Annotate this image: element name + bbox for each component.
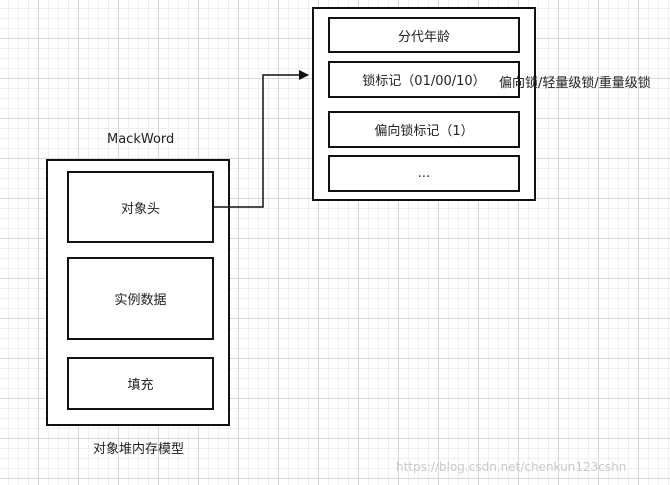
- csdn-watermark: https://blog.csdn.net/chenkun123cshn: [396, 460, 627, 474]
- instance-data-box: 实例数据: [67, 257, 214, 340]
- lock-flag-row: 锁标记（01/00/10）: [328, 61, 520, 98]
- heap-model-caption: 对象堆内存模型: [93, 442, 185, 457]
- ellipsis-row: ...: [328, 155, 520, 192]
- lock-types-annotation: 偏向锁/轻量级锁/重量级锁: [499, 76, 651, 91]
- object-header-box: 对象头: [67, 171, 214, 243]
- biased-lock-flag-row: 偏向锁标记（1）: [328, 111, 520, 148]
- mackword-title: MackWord: [107, 132, 175, 147]
- padding-box: 填充: [67, 357, 214, 410]
- connector-line: [214, 70, 309, 208]
- generation-age-row: 分代年龄: [328, 17, 520, 53]
